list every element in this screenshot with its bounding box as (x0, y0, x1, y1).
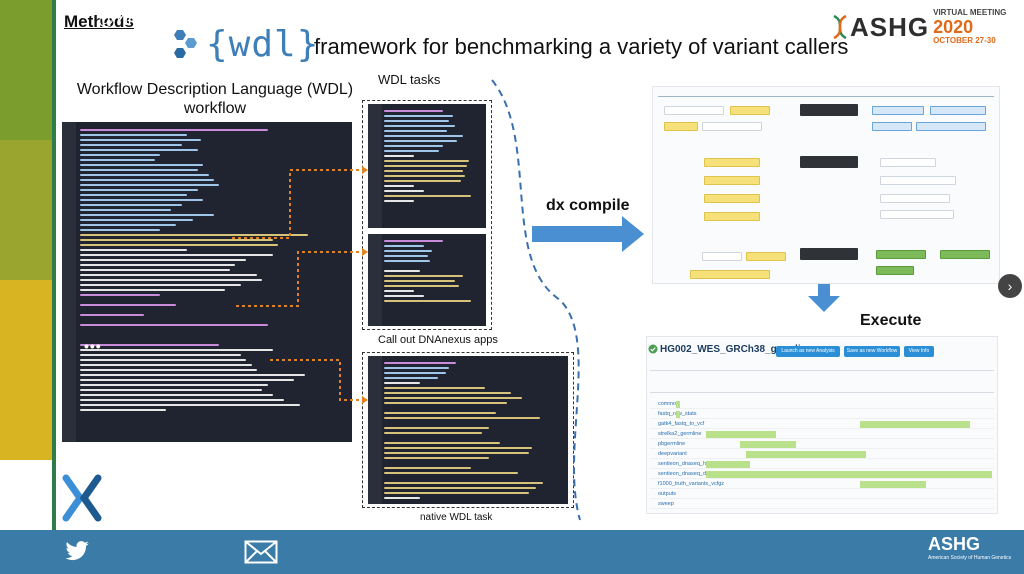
gantt-row: deepvariant (650, 450, 994, 459)
execute-arrow (808, 282, 840, 312)
conference-meeting: VIRTUAL MEETING (933, 8, 1007, 17)
divider-curve (491, 79, 581, 521)
footer-logo: ASHG American Society of Human Genetics (928, 534, 1011, 561)
gantt-row: sentieon_dnaseq_dnascope (650, 470, 994, 479)
gantt-row: gatk4_fastq_to_vcf (650, 420, 994, 429)
stage-label[interactable]: sentieon_dnaseq_dnascope (658, 471, 727, 477)
gantt-row: fastq_raw_stats (650, 410, 994, 419)
gantt-row: sweep (650, 500, 994, 509)
left-color-bar (0, 280, 52, 460)
footer-brand-sub: American Society of Human Genetics (928, 555, 1012, 561)
email-address[interactable]: yhwang@dnanexus.com (290, 12, 466, 29)
next-slide-button[interactable]: › (998, 274, 1022, 298)
dx-compile-arrow (532, 216, 644, 252)
launch-analysis-button[interactable]: Launch as new Analysis (776, 346, 840, 357)
arrow-icon (362, 396, 368, 404)
stage-label[interactable]: f1000_truth_variants_vcfgz (658, 481, 725, 487)
stage-label[interactable]: pbgermline (658, 441, 686, 447)
native-task-frame (362, 352, 574, 508)
dx-compile-label: dx compile (546, 197, 630, 214)
gantt-row: strelka2_germline (650, 430, 994, 439)
stage-label[interactable]: deepvariant (658, 451, 687, 457)
native-task-code-block (368, 356, 568, 504)
execution-title: HG002_WES_GRCh38_germline (660, 344, 813, 355)
save-workflow-button[interactable]: Save as new Workflow (844, 346, 900, 357)
conference-meta: VIRTUAL MEETING 2020 OCTOBER 27-30 (933, 8, 1006, 46)
divider (52, 0, 56, 530)
task-code-block (368, 234, 486, 326)
gantt-row: common (650, 400, 994, 409)
arrow-icon (362, 166, 368, 174)
gantt-row: f1000_truth_variants_vcfgz (650, 480, 994, 489)
twitter-icon (66, 541, 89, 561)
view-info-button[interactable]: View Info (904, 346, 934, 357)
conference-logo: ASHG VIRTUAL MEETING 2020 OCTOBER 27-30 (830, 8, 1006, 46)
dnanexus-logo-icon (62, 474, 102, 522)
conference-year: 2020 (933, 17, 974, 37)
stage-label[interactable]: sentieon_dnaseq_haplotyper (658, 461, 729, 467)
gantt-row: pbgermline (650, 440, 994, 449)
footer-separator: | (200, 12, 205, 29)
conference-name: ASHG (850, 11, 930, 42)
execute-label: Execute (860, 312, 922, 329)
wdl-tasks-label: WDL tasks (378, 72, 441, 87)
headline: framework for benchmarking a variety of … (314, 34, 849, 59)
wdl-tasks-frame (362, 100, 492, 330)
callout-label: Call out DNAnexus apps (378, 334, 498, 346)
stage-label[interactable]: common (658, 401, 680, 407)
footer-brand: ASHG (928, 534, 981, 554)
native-label: native WDL task (420, 512, 493, 523)
section-title: Methods (64, 12, 134, 31)
dna-helix-icon (833, 14, 847, 40)
twitter-handle[interactable]: @YihChii (98, 12, 165, 29)
stage-label[interactable]: strelka2_germline (658, 431, 702, 437)
arrow-icon (362, 248, 368, 256)
workflow-code-block (62, 122, 352, 442)
stage-label[interactable]: outputs (658, 491, 677, 497)
email-icon (244, 540, 278, 564)
stage-label[interactable]: sweep (658, 501, 674, 507)
left-color-bar (0, 0, 52, 140)
status-check-icon (648, 344, 658, 354)
left-color-bar (0, 140, 52, 280)
footer-bar (0, 530, 1024, 574)
hexagon-cluster-icon (174, 29, 197, 58)
left-title: Workflow Description Language (WDL) work… (76, 81, 354, 117)
task-code-block (368, 104, 486, 228)
conference-dates: OCTOBER 27-30 (933, 36, 996, 45)
stage-label[interactable]: gatk4_fastq_to_vcf (658, 421, 705, 427)
wdl-logo: {wdl} (168, 24, 319, 65)
gantt-row: outputs (650, 490, 994, 499)
line-numbers (62, 122, 76, 442)
ellipsis: ••• (84, 338, 102, 354)
wdl-logo-text: {wdl} (206, 24, 320, 65)
gantt-row: sentieon_dnaseq_haplotyper (650, 460, 994, 469)
